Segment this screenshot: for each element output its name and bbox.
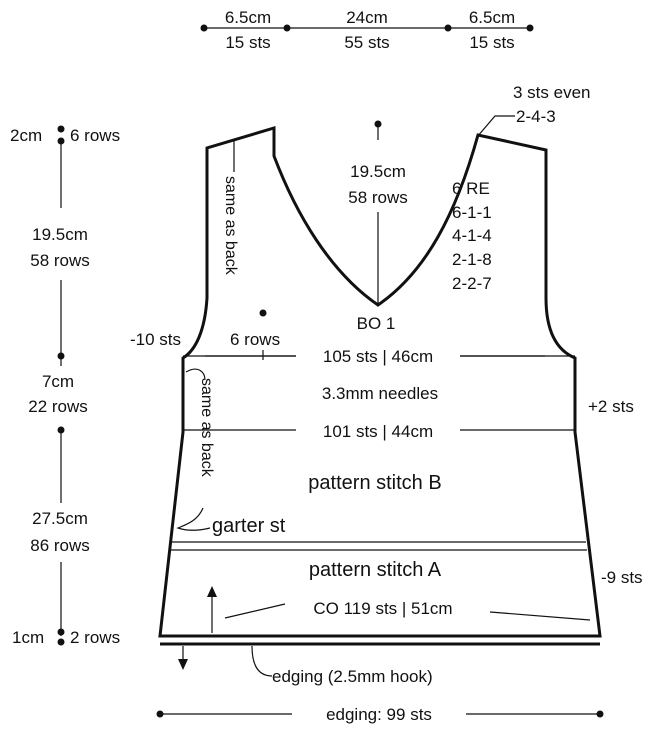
armhole-cm: 19.5cm bbox=[32, 225, 88, 244]
top-center-cm: 24cm bbox=[346, 8, 388, 27]
armhole-rows-dot bbox=[259, 309, 267, 317]
arrow-down-icon bbox=[178, 646, 188, 670]
edge-rows: 2 rows bbox=[70, 628, 120, 647]
edging-count: edging: 99 sts bbox=[326, 705, 432, 724]
top-right-sts: 15 sts bbox=[469, 33, 514, 52]
edging-count-dot-left bbox=[156, 710, 164, 718]
shoulder-leader bbox=[476, 115, 515, 138]
edging-label: edging (2.5mm hook) bbox=[272, 667, 433, 686]
top-left-sts: 15 sts bbox=[225, 33, 270, 52]
edge-cm: 1cm bbox=[12, 628, 44, 647]
same-as-back-leader-lower bbox=[185, 368, 206, 381]
shoulder-rows: 6 rows bbox=[70, 126, 120, 145]
body-rows: 86 rows bbox=[30, 536, 90, 555]
neck-decrease-4: 2-1-8 bbox=[452, 250, 492, 269]
decrease-side: -9 sts bbox=[601, 568, 643, 587]
top-left-cm: 6.5cm bbox=[225, 8, 271, 27]
garter-leader bbox=[176, 507, 211, 531]
garter: garter st bbox=[212, 515, 286, 537]
neck-depth-cm: 19.5cm bbox=[350, 162, 406, 181]
yoke-cm: 7cm bbox=[42, 372, 74, 391]
bust-width: 105 sts | 46cm bbox=[323, 347, 433, 366]
pattern-b: pattern stitch B bbox=[308, 472, 441, 494]
neck-decrease-5: 2-2-7 bbox=[452, 274, 492, 293]
cast-on-leader-left bbox=[224, 603, 286, 619]
edging-count-dot-right bbox=[596, 710, 604, 718]
neck-decrease-1: 6 RE bbox=[452, 179, 490, 198]
waist-width: 101 sts | 44cm bbox=[323, 422, 433, 441]
bust-width-mask bbox=[296, 343, 460, 367]
armhole-rows-label: 6 rows bbox=[230, 330, 280, 349]
cast-on: CO 119 sts | 51cm bbox=[313, 599, 452, 618]
arrow-up-icon bbox=[207, 586, 217, 633]
neck-decrease-2: 6-1-1 bbox=[452, 203, 492, 222]
garment-outline bbox=[158, 125, 602, 638]
edging-leader bbox=[251, 645, 273, 677]
cast-on-leader-right bbox=[489, 611, 591, 621]
neck-decrease-3: 4-1-4 bbox=[452, 226, 492, 245]
armhole-rows: 58 rows bbox=[30, 251, 90, 270]
bind-off-center: BO 1 bbox=[357, 314, 396, 333]
top-right-cm: 6.5cm bbox=[469, 8, 515, 27]
top-dimension-line bbox=[200, 24, 534, 32]
needles: 3.3mm needles bbox=[322, 384, 438, 403]
left-dimension-line bbox=[57, 125, 65, 646]
top-center-sts: 55 sts bbox=[344, 33, 389, 52]
shoulder-cm: 2cm bbox=[10, 126, 42, 145]
same-as-back-lower: same as back bbox=[198, 378, 215, 478]
same-as-back-upper: same as back bbox=[222, 176, 239, 276]
body-cm: 27.5cm bbox=[32, 509, 88, 528]
pattern-a: pattern stitch A bbox=[309, 559, 442, 581]
armhole-bindoff: -10 sts bbox=[130, 330, 181, 349]
yoke-rows: 22 rows bbox=[28, 397, 88, 416]
shoulder-shaping-1: 3 sts even bbox=[513, 83, 591, 102]
waist-width-mask bbox=[296, 417, 460, 441]
increase-side: +2 sts bbox=[588, 397, 634, 416]
shoulder-shaping-2: 2-4-3 bbox=[516, 107, 556, 126]
neck-depth-rows: 58 rows bbox=[348, 188, 408, 207]
